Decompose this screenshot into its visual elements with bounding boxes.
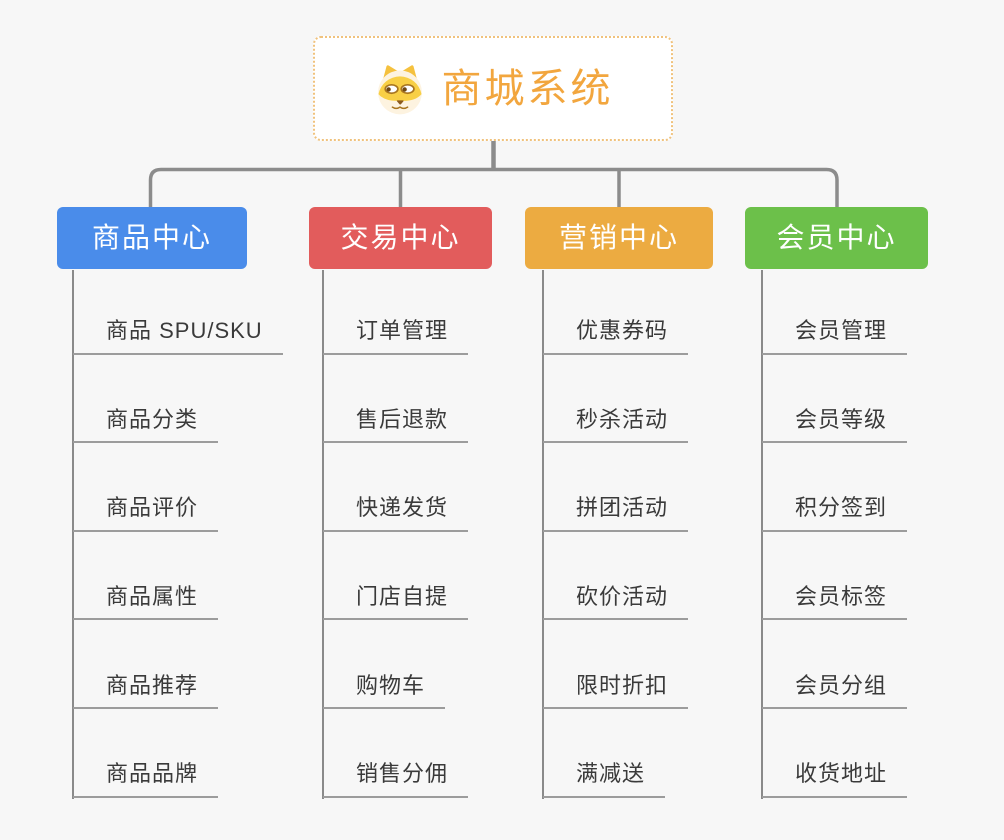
branch-bus-line <box>148 167 839 208</box>
leaf-node[interactable]: 会员管理 <box>762 318 908 355</box>
leaf-node[interactable]: 满减送 <box>543 761 666 798</box>
leaf-node[interactable]: 销售分佣 <box>323 761 469 798</box>
leaf-column-marketing: 优惠券码 秒杀活动 拼团活动 砍价活动 限时折扣 满减送 <box>543 266 689 798</box>
leaf-node[interactable]: 积分签到 <box>762 495 908 532</box>
root-node[interactable]: 商城系统 <box>313 36 673 141</box>
leaf-node[interactable]: 砍价活动 <box>543 584 689 621</box>
branch-node-marketing-center[interactable]: 营销中心 <box>525 207 713 269</box>
leaf-node[interactable]: 商品 SPU/SKU <box>73 318 283 355</box>
leaf-node[interactable]: 商品属性 <box>73 584 219 621</box>
leaf-node[interactable]: 优惠券码 <box>543 318 689 355</box>
leaf-node[interactable]: 快递发货 <box>323 495 469 532</box>
leaf-node[interactable]: 限时折扣 <box>543 673 689 709</box>
leaf-node[interactable]: 商品品牌 <box>73 761 219 798</box>
leaf-node[interactable]: 订单管理 <box>323 318 469 355</box>
leaf-node[interactable]: 商品评价 <box>73 495 219 532</box>
leaf-node[interactable]: 商品推荐 <box>73 673 219 709</box>
branch-node-product-center[interactable]: 商品中心 <box>57 207 247 269</box>
root-title: 商城系统 <box>441 66 614 111</box>
leaf-node[interactable]: 会员标签 <box>762 584 908 621</box>
branch-node-member-center[interactable]: 会员中心 <box>745 207 928 269</box>
leaf-node[interactable]: 秒杀活动 <box>543 407 689 444</box>
leaf-node[interactable]: 购物车 <box>323 673 446 709</box>
doge-icon <box>377 64 422 114</box>
branch-node-trade-center[interactable]: 交易中心 <box>309 207 492 269</box>
leaf-node[interactable]: 门店自提 <box>323 584 469 621</box>
leaf-node[interactable]: 收货地址 <box>762 761 908 798</box>
leaf-node[interactable]: 商品分类 <box>73 407 219 444</box>
leaf-node[interactable]: 售后退款 <box>323 407 469 444</box>
leaf-column-product: 商品 SPU/SKU 商品分类 商品评价 商品属性 商品推荐 商品品牌 <box>73 266 283 798</box>
leaf-node[interactable]: 会员等级 <box>762 407 908 444</box>
leaf-column-trade: 订单管理 售后退款 快递发货 门店自提 购物车 销售分佣 <box>323 266 469 798</box>
leaf-column-member: 会员管理 会员等级 积分签到 会员标签 会员分组 收货地址 <box>762 266 908 798</box>
leaf-node[interactable]: 拼团活动 <box>543 495 689 532</box>
leaf-node[interactable]: 会员分组 <box>762 673 908 709</box>
